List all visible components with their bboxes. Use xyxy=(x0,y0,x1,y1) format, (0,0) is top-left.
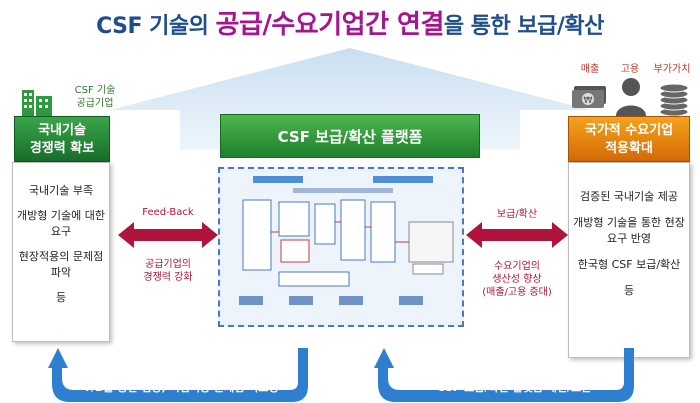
svg-text:₩: ₩ xyxy=(584,96,593,106)
left-item: 개방형 기술에 대한 요구 xyxy=(17,209,105,238)
left-item: 국내기술 부족 xyxy=(28,184,94,197)
title-highlight: 공급/수요기업간 연결 xyxy=(215,10,445,40)
demand-benefit-line-1: 수요기업의 xyxy=(494,261,540,272)
bottom-right-caption: CSF 보급/확산 플랫폼 개선/보완 xyxy=(436,381,592,394)
supplier-label-line-2: 공급기업 xyxy=(76,98,114,109)
platform-header: CSF 보급/확산 플랫폼 xyxy=(220,114,480,158)
title-part-1: CSF 기술의 xyxy=(96,14,216,39)
spread-double-arrow xyxy=(466,222,568,248)
supplier-benefit-line-2: 경쟁력 강화 xyxy=(143,272,193,283)
right-item: 개방형 기술을 통한 현장요구 반영 xyxy=(573,216,685,245)
right-header-line-1: 국가적 수요기업 xyxy=(584,123,674,138)
right-item: 검증된 국내기술 제공 xyxy=(579,190,679,203)
right-effects-box: 검증된 국내기술 제공 개방형 기술을 통한 현장요구 반영 한국형 CSF 보… xyxy=(568,162,690,358)
demand-benefit-line-2: 생산성 향상 xyxy=(492,274,542,285)
coin-stack-icon xyxy=(659,83,689,117)
bottom-left-caption: T/B를 통한 검증, 시범적용 문제점 리포팅 xyxy=(83,381,279,394)
page-title: CSF 기술의 공급/수요기업간 연결을 통한 보급/확산 xyxy=(0,4,700,41)
right-item: 한국형 CSF 보급/확산 xyxy=(577,258,681,271)
left-header: 국내기술 경쟁력 확보 xyxy=(14,116,110,162)
employment-label: 고용 xyxy=(620,64,640,75)
money-icon: ₩ xyxy=(572,86,606,108)
demand-benefit-line-3: (매출/고용 증대) xyxy=(482,287,552,298)
right-header-line-2: 적용확대 xyxy=(605,141,653,156)
left-item: 등 xyxy=(55,291,67,304)
title-part-3: 을 통한 보급/확산 xyxy=(443,14,605,39)
added-value-label: 부가가치 xyxy=(653,64,691,75)
feedback-label: Feed-Back xyxy=(142,207,194,218)
sales-label: 매출 xyxy=(580,64,600,75)
demand-benefit-icons: 매출 고용 부가가치 ₩ xyxy=(568,60,698,118)
feedback-double-arrow xyxy=(118,222,218,248)
left-needs-box: 국내기술 부족 개방형 기술에 대한 요구 현장적용의 문제점 파악 등 xyxy=(12,162,110,342)
right-item: 등 xyxy=(623,284,635,297)
bottom-left-return-arrow xyxy=(48,348,308,402)
bottom-right-return-arrow xyxy=(374,348,634,402)
supplier-benefit-note: 공급기업의 경쟁력 강화 xyxy=(118,258,218,284)
spread-label: 보급/확산 xyxy=(496,209,538,220)
demand-benefit-note: 수요기업의 생산성 향상 (매출/고용 증대) xyxy=(466,260,568,299)
left-header-line-1: 국내기술 xyxy=(38,123,86,138)
left-item: 현장적용의 문제점 파악 xyxy=(18,250,104,279)
building-icon xyxy=(22,90,52,116)
platform-architecture-thumbnail xyxy=(223,172,459,322)
supplier-label-line-1: CSF 기술 xyxy=(74,85,116,96)
person-icon xyxy=(616,78,646,116)
supplier-benefit-line-1: 공급기업의 xyxy=(145,259,191,270)
platform-diagram-frame xyxy=(218,167,464,327)
left-header-line-2: 경쟁력 확보 xyxy=(29,141,95,156)
supplier-label: CSF 기술 공급기업 xyxy=(60,84,130,110)
right-header: 국가적 수요기업 적용확대 xyxy=(568,116,690,162)
